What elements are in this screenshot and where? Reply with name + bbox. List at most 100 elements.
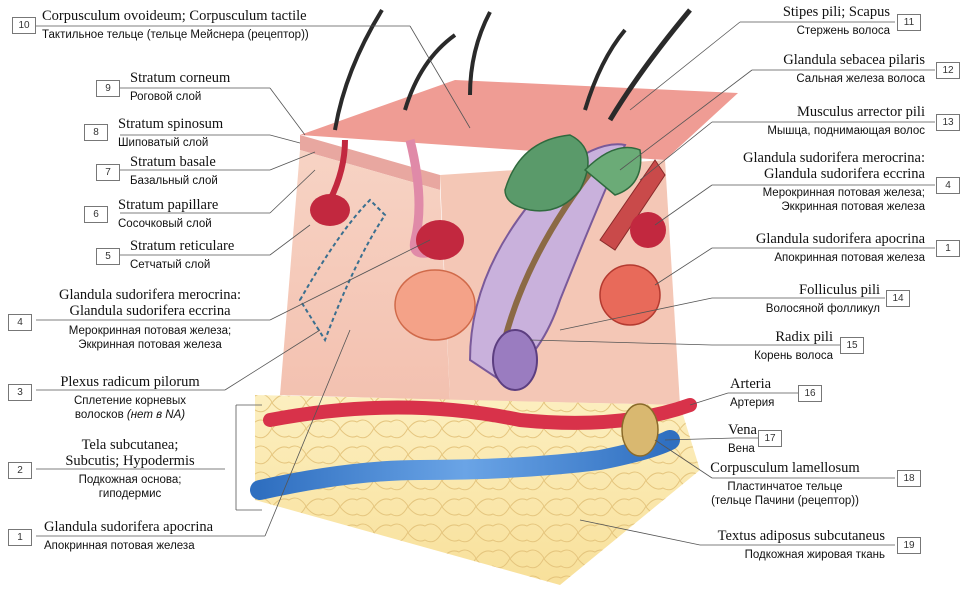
russian-term: Тактильное тельце (тельце Мейснера (реце… (42, 28, 309, 42)
russian-term: Подкожная жировая ткань (718, 548, 885, 562)
latin-term: Tela subcutanea; (40, 437, 220, 453)
label-number-18: 18 (897, 470, 921, 487)
russian-term: Апокринная потовая железа (756, 251, 925, 265)
russian-term: Сосочковый слой (118, 217, 218, 231)
latin-term-alt: Glandula sudorifera eccrina (743, 166, 925, 182)
russian-term: Корень волоса (754, 349, 833, 363)
latin-term-alt: Glandula sudorifera eccrina (40, 303, 260, 319)
label-glandula-merocrina-left: Glandula sudorifera merocrina: Glandula … (40, 287, 260, 352)
label-number-5: 5 (96, 248, 120, 265)
russian-term: Мерокринная потовая железа; (743, 186, 925, 200)
russian-term-alt: гиподермис (40, 487, 220, 501)
latin-term: Stratum corneum (130, 70, 230, 86)
label-number-14: 14 (886, 290, 910, 307)
latin-term: Arteria (730, 376, 774, 392)
russian-term: Стержень волоса (783, 24, 890, 38)
latin-term: Stipes pili; Scapus (783, 4, 890, 20)
label-stipes-pili: Stipes pili; Scapus Стержень волоса (783, 4, 890, 38)
label-glandula-apocrina-left: Glandula sudorifera apocrina Апокринная … (44, 519, 213, 553)
latin-term: Vena (728, 422, 757, 438)
russian-term: Подкожная основа; (40, 473, 220, 487)
russian-term: Пластинчатое тельце (680, 480, 890, 494)
russian-term: Базальный слой (130, 174, 218, 188)
label-number-6: 6 (84, 206, 108, 223)
label-corpusculum-lamellosum: Corpusculum lamellosum Пластинчатое тель… (680, 460, 890, 508)
label-vena: Vena Вена (728, 422, 757, 456)
label-number-12: 12 (936, 62, 960, 79)
label-number-17: 17 (758, 430, 782, 447)
label-number-4-right: 4 (936, 177, 960, 194)
label-number-13: 13 (936, 114, 960, 131)
skin-top-surface (300, 80, 738, 160)
latin-term: Musculus arrector pili (767, 104, 925, 120)
latin-term: Stratum basale (130, 154, 218, 170)
label-number-7: 7 (96, 164, 120, 181)
label-number-1-right: 1 (936, 240, 960, 257)
latin-term: Plexus radicum pilorum (40, 374, 220, 390)
latin-term: Corpusculum lamellosum (680, 460, 890, 476)
label-number-19: 19 (897, 537, 921, 554)
label-number-15: 15 (840, 337, 864, 354)
label-stratum-reticulare: Stratum reticulare Сетчатый слой (130, 238, 234, 272)
russian-term-alt: (тельце Пачини (рецептор)) (680, 494, 890, 508)
russian-term-alt: волосков (75, 409, 124, 421)
lamellar-corpuscle (622, 404, 658, 456)
label-tela-subcutanea: Tela subcutanea; Subcutis; Hypodermis По… (40, 437, 220, 501)
apocrine-gland-right (600, 265, 660, 325)
russian-term: Мерокринная потовая железа; (40, 324, 260, 338)
russian-term: Сальная железа волоса (783, 72, 925, 86)
label-folliculus-pili: Folliculus pili Волосяной фолликул (766, 282, 880, 316)
latin-term: Stratum reticulare (130, 238, 234, 254)
latin-term: Glandula sudorifera apocrina (44, 519, 213, 535)
latin-term: Radix pili (754, 329, 833, 345)
russian-term: Сплетение корневых (40, 394, 220, 408)
russian-term-alt: Эккринная потовая железа (40, 338, 260, 352)
label-number-2: 2 (8, 462, 32, 479)
label-musculus-arrector: Musculus arrector pili Мышца, поднимающа… (767, 104, 925, 138)
label-number-3: 3 (8, 384, 32, 401)
latin-term: Glandula sudorifera merocrina: (743, 150, 925, 166)
hair-bulb (493, 330, 537, 390)
russian-term: Мышца, поднимающая волос (767, 124, 925, 138)
latin-term: Glandula sudorifera apocrina (756, 231, 925, 247)
label-glandula-merocrina-right: Glandula sudorifera merocrina: Glandula … (743, 150, 925, 214)
latin-term: Glandula sebacea pilaris (783, 52, 925, 68)
latin-term: Corpusculum ovoideum; Corpusculum tactil… (42, 8, 309, 24)
label-number-1-left: 1 (8, 529, 32, 546)
label-textus-adiposus: Textus adiposus subcutaneus Подкожная жи… (718, 528, 885, 562)
russian-term: Апокринная потовая железа (44, 539, 213, 553)
label-number-9: 9 (96, 80, 120, 97)
label-arteria: Arteria Артерия (730, 376, 774, 410)
label-number-10: 10 (12, 17, 36, 34)
label-stratum-corneum: Stratum corneum Роговой слой (130, 70, 230, 104)
eccrine-gland-middle (416, 220, 464, 260)
russian-term-alt: Эккринная потовая железа (743, 200, 925, 214)
label-corpusculum-tactile: Corpusculum ovoideum; Corpusculum tactil… (42, 8, 309, 42)
label-stratum-basale: Stratum basale Базальный слой (130, 154, 218, 188)
russian-term: Сетчатый слой (130, 258, 234, 272)
latin-term: Stratum papillare (118, 197, 218, 213)
russian-term: Роговой слой (130, 90, 230, 104)
apocrine-gland-center (395, 270, 475, 340)
latin-term: Stratum spinosum (118, 116, 223, 132)
latin-term: Glandula sudorifera merocrina: (40, 287, 260, 303)
label-number-11: 11 (897, 14, 921, 31)
latin-term-alt: Subcutis; Hypodermis (40, 453, 220, 469)
label-number-8: 8 (84, 124, 108, 141)
label-stratum-papillare: Stratum papillare Сосочковый слой (118, 197, 218, 231)
label-radix-pili: Radix pili Корень волоса (754, 329, 833, 363)
eccrine-gland-right (630, 212, 666, 248)
russian-term: Волосяной фолликул (766, 302, 880, 316)
russian-term: Шиповатый слой (118, 136, 223, 150)
label-stratum-spinosum: Stratum spinosum Шиповатый слой (118, 116, 223, 150)
russian-note: (нет в NA) (127, 409, 185, 421)
label-plexus-radicum: Plexus radicum pilorum Сплетение корневы… (40, 374, 220, 422)
latin-term: Textus adiposus subcutaneus (718, 528, 885, 544)
latin-term: Folliculus pili (766, 282, 880, 298)
russian-term: Вена (728, 442, 757, 456)
label-glandula-sebacea: Glandula sebacea pilaris Сальная железа … (783, 52, 925, 86)
russian-term: Артерия (730, 396, 774, 410)
label-number-4-left: 4 (8, 314, 32, 331)
label-glandula-apocrina-right: Glandula sudorifera apocrina Апокринная … (756, 231, 925, 265)
label-number-16: 16 (798, 385, 822, 402)
